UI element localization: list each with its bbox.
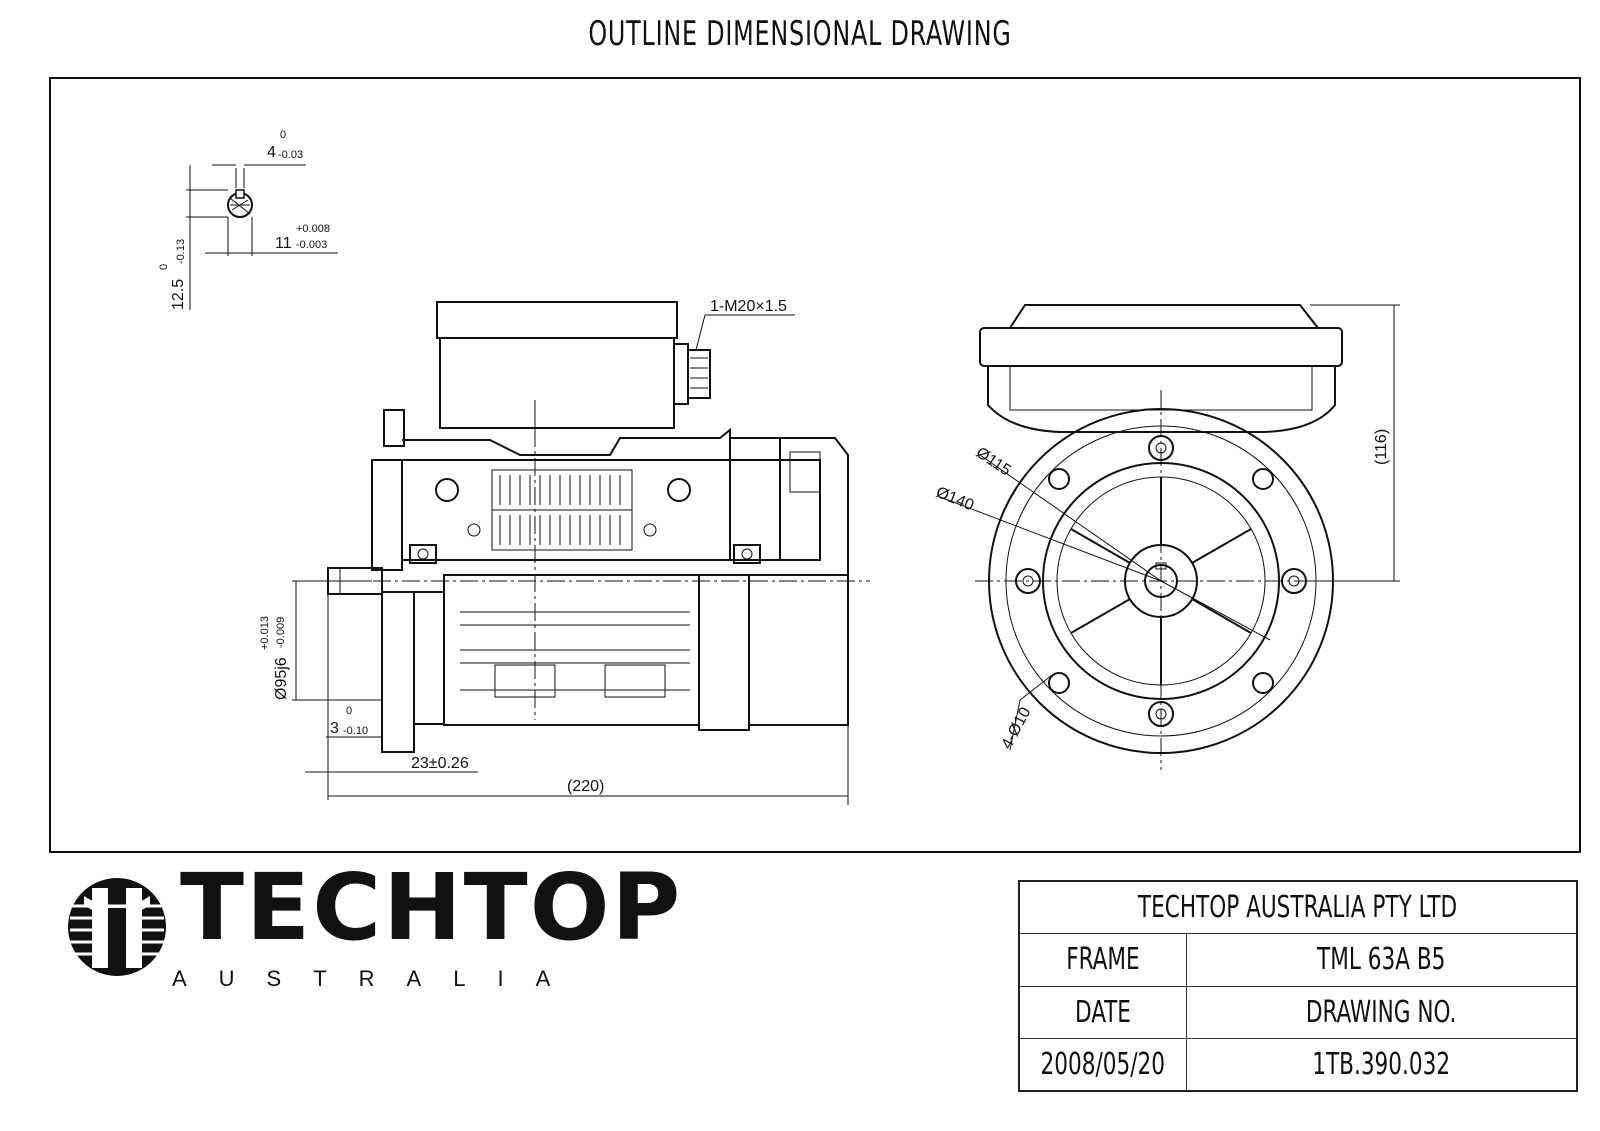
shaft-diameter-tol-upper: +0.008	[296, 223, 330, 235]
spigot-diameter-label: Ø95j6	[273, 657, 290, 700]
title-block-frame-label: FRAME	[1018, 933, 1187, 987]
title-block-date-value: 2008/05/20	[1018, 1038, 1187, 1092]
cable-gland-label: 1-M20×1.5	[710, 298, 787, 315]
title-block-drawing-no-value: 1TB.390.032	[1185, 1038, 1578, 1092]
logo-subtitle: AUSTRALIA	[172, 966, 583, 991]
shaft-height-label: 12.5	[170, 279, 187, 310]
title-block-drawing-no-label: DRAWING NO.	[1185, 985, 1578, 1039]
shaft-key-section: 4 0 -0.03 11 +0.008 -0.003 12.5 0 -0.13	[158, 129, 338, 310]
overall-length-label: (220)	[567, 778, 604, 795]
spigot-tol-upper: +0.013	[259, 616, 271, 650]
motor-side-view: 1-M20×1.5	[259, 298, 870, 805]
drawing-frame	[49, 77, 1581, 853]
shaft-height-tol-lower: -0.13	[175, 239, 187, 264]
page-title: OUTLINE DIMENSIONAL DRAWING	[588, 14, 1012, 54]
spigot-depth-tol-upper: 0	[346, 705, 352, 717]
spigot-depth-tol-lower: -0.10	[343, 725, 368, 737]
pcd-label: Ø115	[973, 444, 1014, 479]
shaft-diameter-label: 11	[275, 235, 292, 252]
key-width-tol-upper: 0	[280, 129, 286, 141]
key-width-tol-lower: -0.03	[278, 149, 303, 161]
title-block-frame-value: TML 63A B5	[1185, 933, 1578, 987]
logo-wordmark: TECHTOP	[180, 854, 683, 961]
flange-diameter-label: Ø140	[934, 484, 977, 514]
spigot-depth-label: 3	[330, 720, 339, 737]
spigot-tol-lower: -0.009	[275, 617, 287, 648]
title-block: TECHTOP AUSTRALIA PTY LTD FRAME TML 63A …	[1018, 880, 1578, 1092]
title-block-date-label: DATE	[1018, 985, 1187, 1039]
motor-end-view: Ø115 Ø140 4-Ø10 (116)	[934, 304, 1400, 770]
key-width-label: 4	[267, 144, 276, 161]
techtop-emblem-icon	[68, 878, 166, 976]
shaft-diameter-tol-lower: -0.003	[296, 239, 327, 251]
shaft-height-tol-upper: 0	[158, 264, 170, 270]
height-to-top-label: (116)	[1373, 429, 1390, 465]
title-block-company: TECHTOP AUSTRALIA PTY LTD	[1018, 880, 1578, 934]
shaft-length-label: 23±0.26	[411, 755, 469, 772]
holes-label: 4-Ø10	[999, 705, 1035, 752]
